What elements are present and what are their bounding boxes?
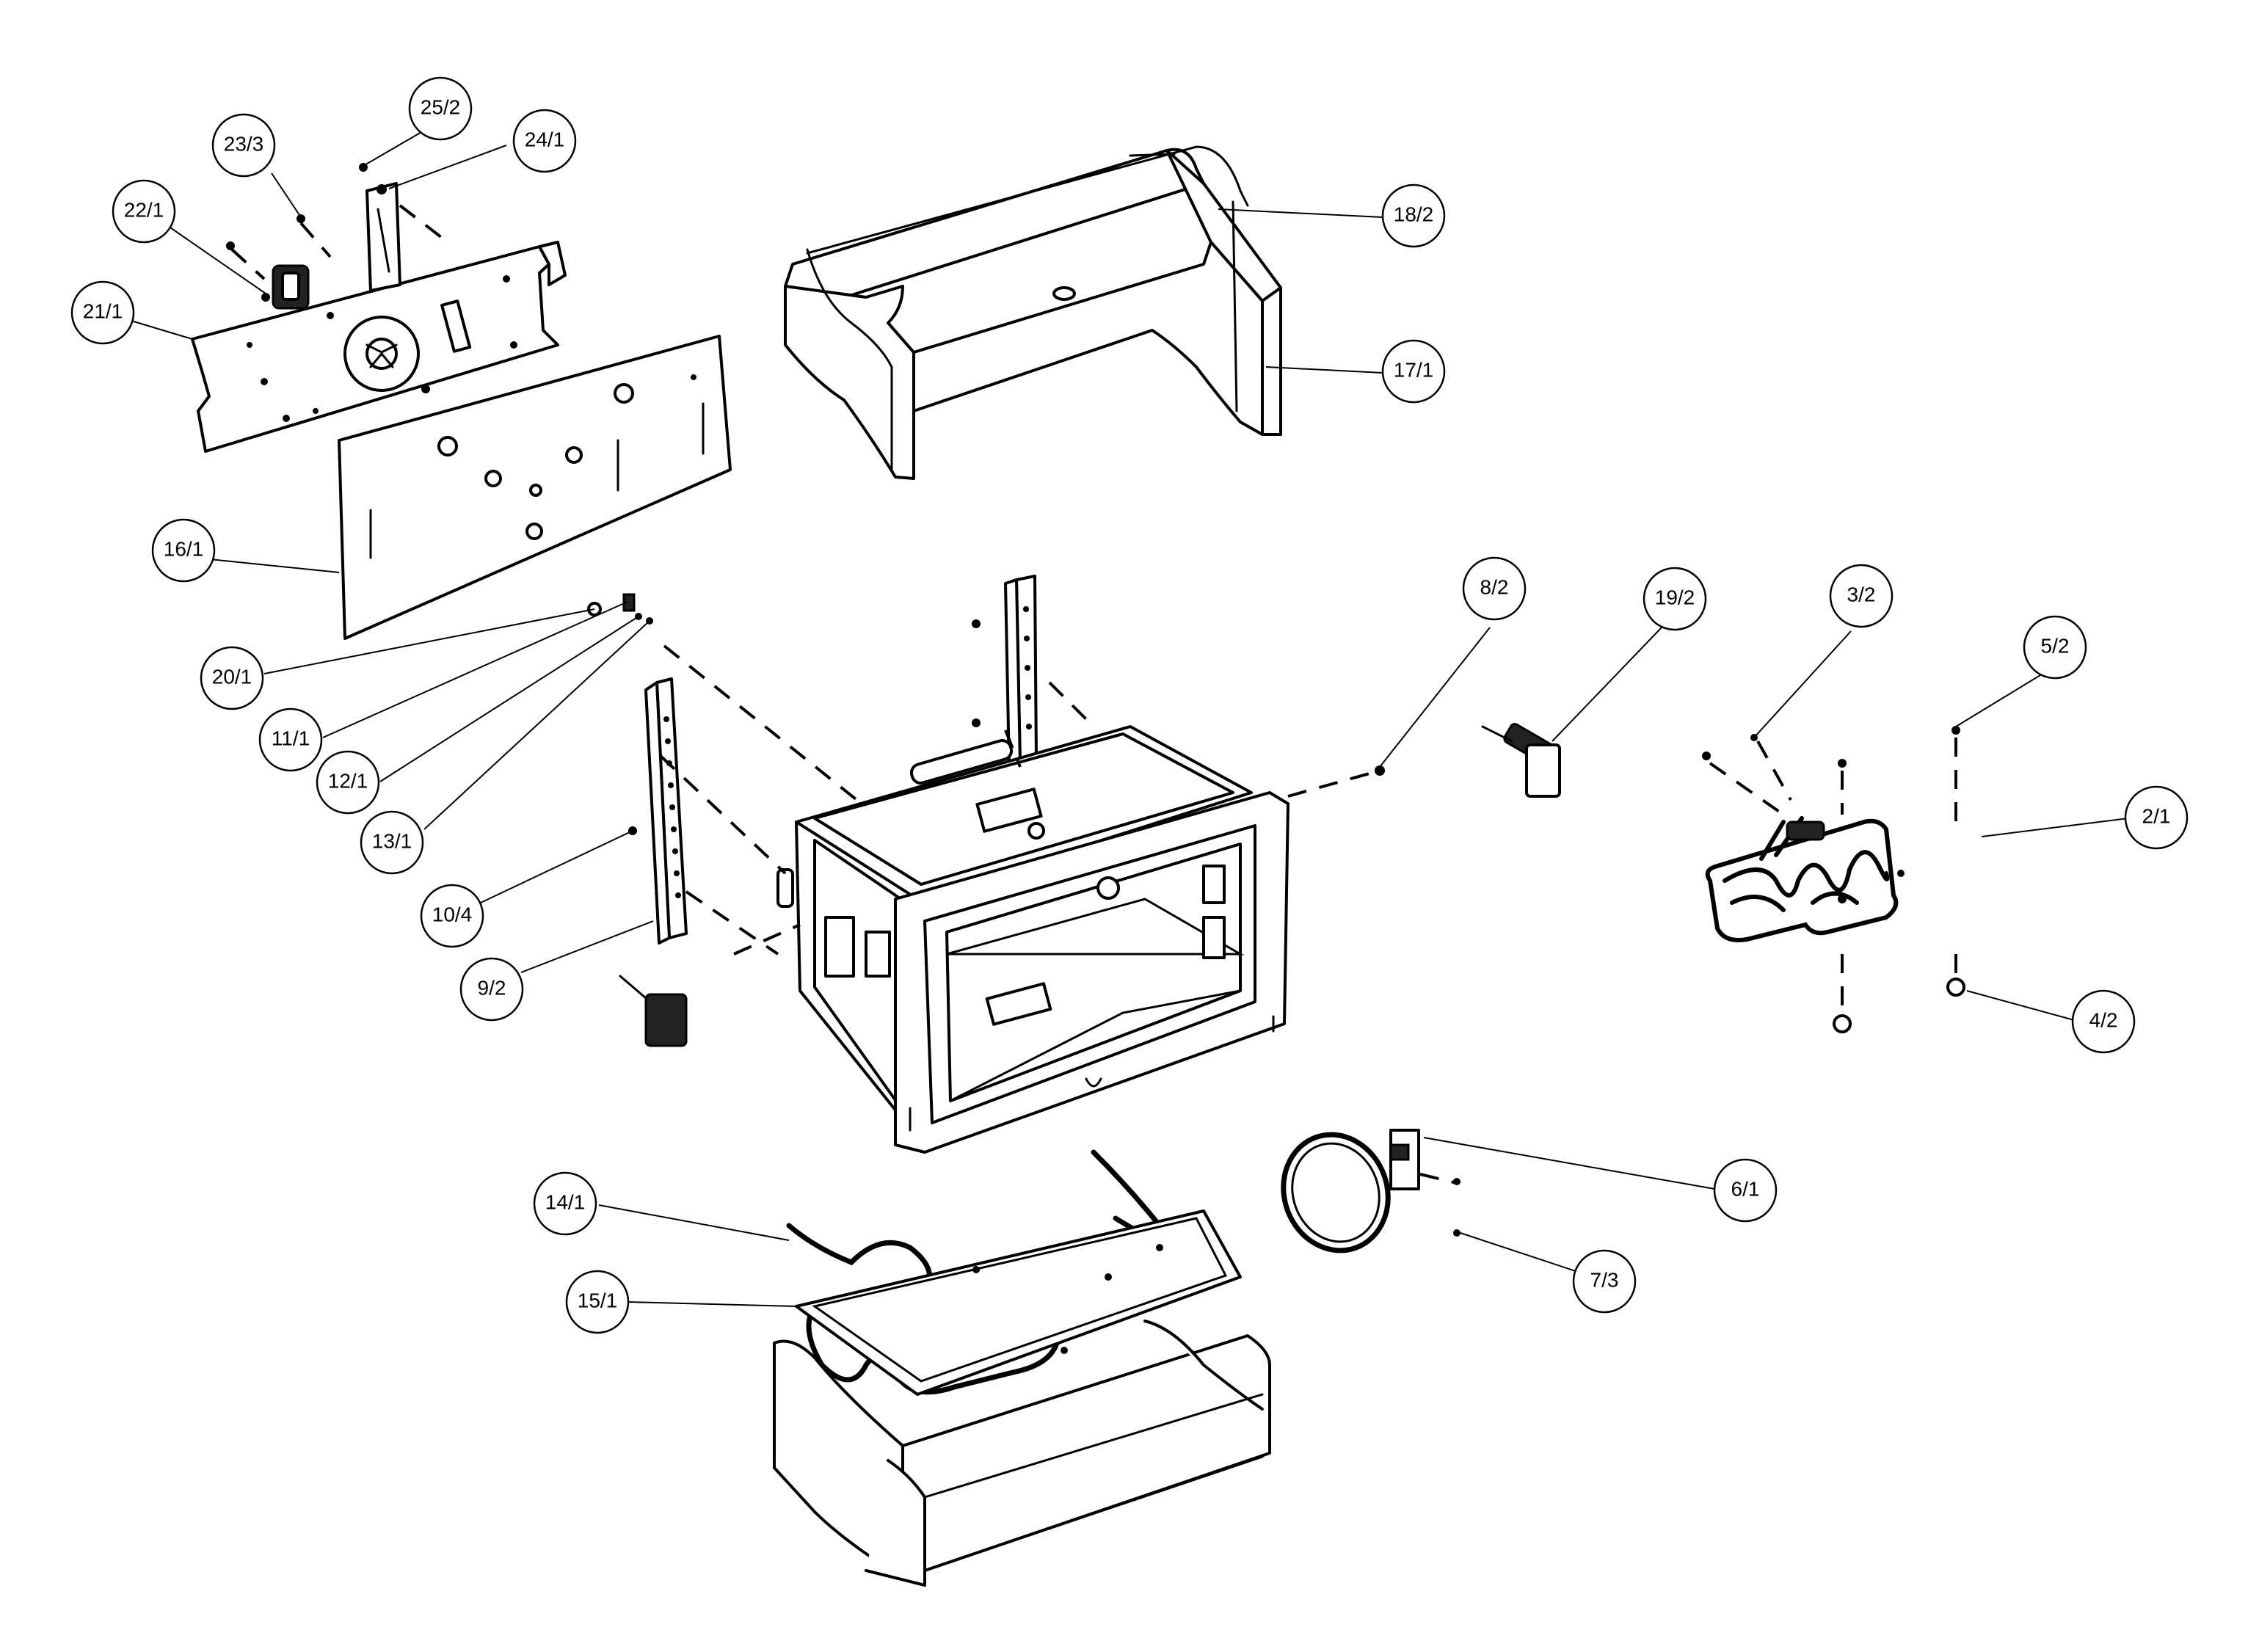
part-8-screw <box>1375 765 1385 776</box>
svg-text:13/1: 13/1 <box>372 829 412 852</box>
part-17-top-outer-cover <box>784 148 1282 480</box>
callout-25-2: 25/2 <box>408 76 473 141</box>
parts-11-12-13-20-hardware <box>587 593 653 625</box>
part-6-circular-element <box>1281 1129 1461 1253</box>
callout-6-1: 6/1 <box>1713 1158 1778 1223</box>
callout-22-1: 22/1 <box>112 179 176 244</box>
svg-text:10/4: 10/4 <box>432 903 473 925</box>
part-9-shelf-rail-right <box>972 575 1038 768</box>
part-2-grill-element <box>1705 816 1905 942</box>
bottom-insulation-tray <box>773 1320 1271 1587</box>
callout-24-1: 24/1 <box>512 109 577 173</box>
svg-text:16/1: 16/1 <box>164 537 204 560</box>
callout-7-3: 7/3 <box>1572 1249 1637 1314</box>
part-19-thermostat <box>1481 723 1561 798</box>
callout-19-2: 19/2 <box>1643 567 1707 631</box>
svg-text:2/1: 2/1 <box>2142 804 2171 827</box>
svg-text:23/3: 23/3 <box>224 132 264 155</box>
callout-12-1: 12/1 <box>316 750 380 815</box>
callout-4-2: 4/2 <box>2071 989 2136 1054</box>
callout-17-1: 17/1 <box>1381 339 1446 404</box>
callout-20-1: 20/1 <box>200 646 264 710</box>
svg-text:5/2: 5/2 <box>2041 634 2070 657</box>
callout-14-1: 14/1 <box>533 1171 597 1236</box>
part-18-top-inner-cover <box>806 145 1249 412</box>
callout-21-1: 21/1 <box>70 280 135 345</box>
callout-15-1: 15/1 <box>565 1270 630 1334</box>
part-24-bracket <box>365 182 401 292</box>
svg-text:12/1: 12/1 <box>328 769 368 792</box>
part-19-switch-left <box>619 975 688 1047</box>
callout-5-2: 5/2 <box>2023 615 2087 680</box>
svg-text:7/3: 7/3 <box>1590 1268 1619 1291</box>
callout-2-1: 2/1 <box>2124 785 2189 850</box>
callout-11-1: 11/1 <box>258 707 323 772</box>
svg-text:8/2: 8/2 <box>1480 575 1509 598</box>
callout-16-1: 16/1 <box>151 518 216 583</box>
callout-13-1: 13/1 <box>360 810 424 875</box>
part-16-rear-panel <box>338 335 732 640</box>
svg-text:15/1: 15/1 <box>578 1289 618 1311</box>
parts-3-4-5-hardware <box>1702 726 1965 1033</box>
svg-text:6/1: 6/1 <box>1731 1177 1760 1200</box>
svg-text:24/1: 24/1 <box>525 128 565 150</box>
svg-text:22/1: 22/1 <box>124 198 164 221</box>
screws-23-25 <box>226 163 449 280</box>
svg-text:11/1: 11/1 <box>272 727 310 749</box>
svg-text:14/1: 14/1 <box>545 1190 586 1213</box>
oven-cavity <box>776 725 1289 1154</box>
svg-text:25/2: 25/2 <box>421 95 461 118</box>
callout-8-2: 8/2 <box>1462 556 1527 621</box>
svg-text:21/1: 21/1 <box>83 299 123 322</box>
part-15-reflector-plate <box>795 1209 1242 1396</box>
svg-text:9/2: 9/2 <box>478 976 506 999</box>
assembly-dash-lines <box>659 644 1381 956</box>
callout-9-2: 9/2 <box>459 957 524 1022</box>
svg-text:17/1: 17/1 <box>1394 358 1434 381</box>
part-22-fan-motor <box>261 264 310 310</box>
callout-18-2: 18/2 <box>1381 183 1446 248</box>
svg-text:18/2: 18/2 <box>1394 203 1434 225</box>
svg-text:4/2: 4/2 <box>2089 1008 2118 1031</box>
callout-10-4: 10/4 <box>420 884 484 948</box>
svg-text:19/2: 19/2 <box>1655 586 1695 608</box>
part-9-shelf-rail-left <box>628 677 688 945</box>
part-21-fan-bracket <box>191 241 567 453</box>
callout-3-2: 3/2 <box>1829 564 1894 628</box>
svg-text:3/2: 3/2 <box>1847 583 1876 605</box>
svg-text:20/1: 20/1 <box>212 665 252 688</box>
callout-23-3: 23/3 <box>211 113 276 178</box>
